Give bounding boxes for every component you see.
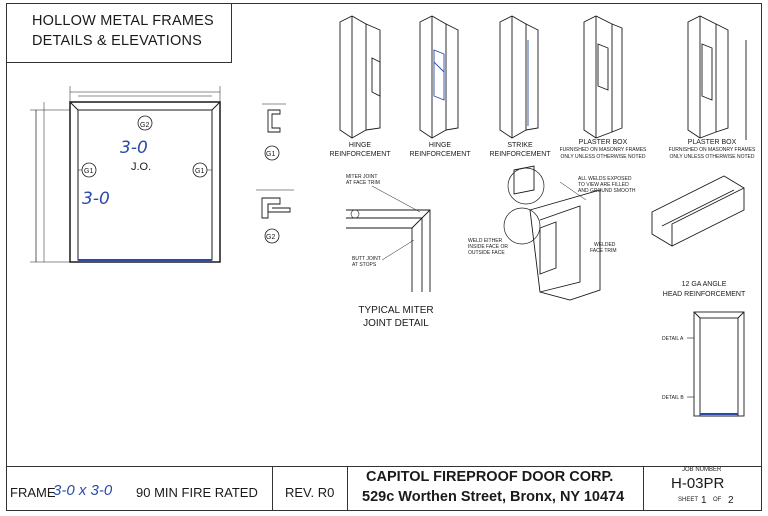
welded-trim-1: WELDED [594,242,616,248]
butt-note-2: AT STOPS [352,262,377,268]
profile-4-line2: FURNISHED ON MASONRY FRAMES [560,147,647,153]
frame-label: FRAME [10,485,56,500]
weld-note-1: ALL WELDS EXPOSED [578,176,632,182]
profile-1-line1: HINGE [349,142,372,149]
profile-4-line1: PLASTER BOX [579,139,628,146]
frame-profile-sections [256,103,294,244]
jo-label: J.O. [131,161,151,173]
angle-title-1: 12 GA ANGLE [682,281,727,288]
miter-joint-detail [346,185,431,292]
angle-title-2: HEAD REINFORCEMENT [663,291,746,298]
miter-title-1: TYPICAL MITER [358,305,433,316]
detail-b-label: DETAIL B [662,395,684,401]
title-line-2: DETAILS & ELEVATIONS [32,33,202,49]
job-number-label: JOB NUMBER [682,467,722,473]
title-line-1: HOLLOW METAL FRAMES [32,13,214,29]
fire-rating: 90 MIN FIRE RATED [136,485,258,500]
weld-note-2: TO VIEW ARE FILLED [578,182,629,188]
reinforcement-profiles [339,15,747,140]
detail-a-label: DETAIL A [662,336,684,342]
welded-trim-2: FACE TRIM [590,248,617,254]
title-block: FRAME 3-0 x 3-0 90 MIN FIRE RATED REV. R… [6,466,762,511]
weld-either-2: INSIDE FACE OR [468,244,508,250]
frame-size-handwritten: 3-0 x 3-0 [53,482,113,499]
profile-5-line1: PLASTER BOX [688,139,737,146]
handwritten-height: 3-0 [82,189,110,209]
weld-note-3: AND GROUND SMOOTH [578,188,636,194]
profile-1-line2: REINFORCEMENT [329,151,391,158]
angle-head-elevation [687,311,745,417]
title-box: HOLLOW METAL FRAMES DETAILS & ELEVATIONS [6,3,232,63]
company-address: 529c Worthen Street, Bronx, NY 10474 [362,489,625,505]
tag-g1-profile: G1 [266,151,275,158]
company-cell: CAPITOL FIREPROOF DOOR CORP. 529c Worthe… [348,467,644,511]
job-number: H-03PR [671,475,725,492]
frame-elevation [30,86,221,263]
profile-5-line3: ONLY UNLESS OTHERWISE NOTED [669,154,754,160]
weld-either-3: OUTSIDE FACE [468,250,505,256]
profile-2-line1: HINGE [429,142,452,149]
tag-g2-profile: G2 [266,234,275,241]
weld-either-1: WELD EITHER [468,238,503,244]
profile-5-line2: FURNISHED ON MASONRY FRAMES [669,147,756,153]
weld-detail [503,165,601,301]
miter-note-1: MITER JOINT [346,174,377,180]
frame-cell: FRAME 3-0 x 3-0 90 MIN FIRE RATED [6,467,273,511]
tag-g2-top: G2 [140,122,149,129]
sheet-total: 2 [728,495,734,506]
rev-cell: REV. R0 [273,467,348,511]
tag-g1-right: G1 [195,168,204,175]
butt-note-1: BUTT JOINT [352,256,381,262]
channel-iso [651,175,745,247]
drawing-sheet [6,3,762,511]
profile-3-line1: STRIKE [507,142,533,149]
sheet-label: SHEET [678,497,699,503]
handwritten-width: 3-0 [120,138,148,158]
profile-3-line2: REINFORCEMENT [489,151,551,158]
profile-4-line3: ONLY UNLESS OTHERWISE NOTED [560,154,645,160]
job-cell: JOB NUMBER H-03PR SHEET 1 OF 2 [644,467,762,511]
miter-title-2: JOINT DETAIL [363,318,429,329]
miter-note-2: AT FACE TRIM [346,180,380,186]
revision: REV. R0 [285,485,335,500]
of-label: OF [713,497,722,503]
tag-g1-left: G1 [84,168,93,175]
company-name: CAPITOL FIREPROOF DOOR CORP. [366,469,614,485]
sheet-number: 1 [701,495,707,506]
profile-2-line2: REINFORCEMENT [409,151,471,158]
